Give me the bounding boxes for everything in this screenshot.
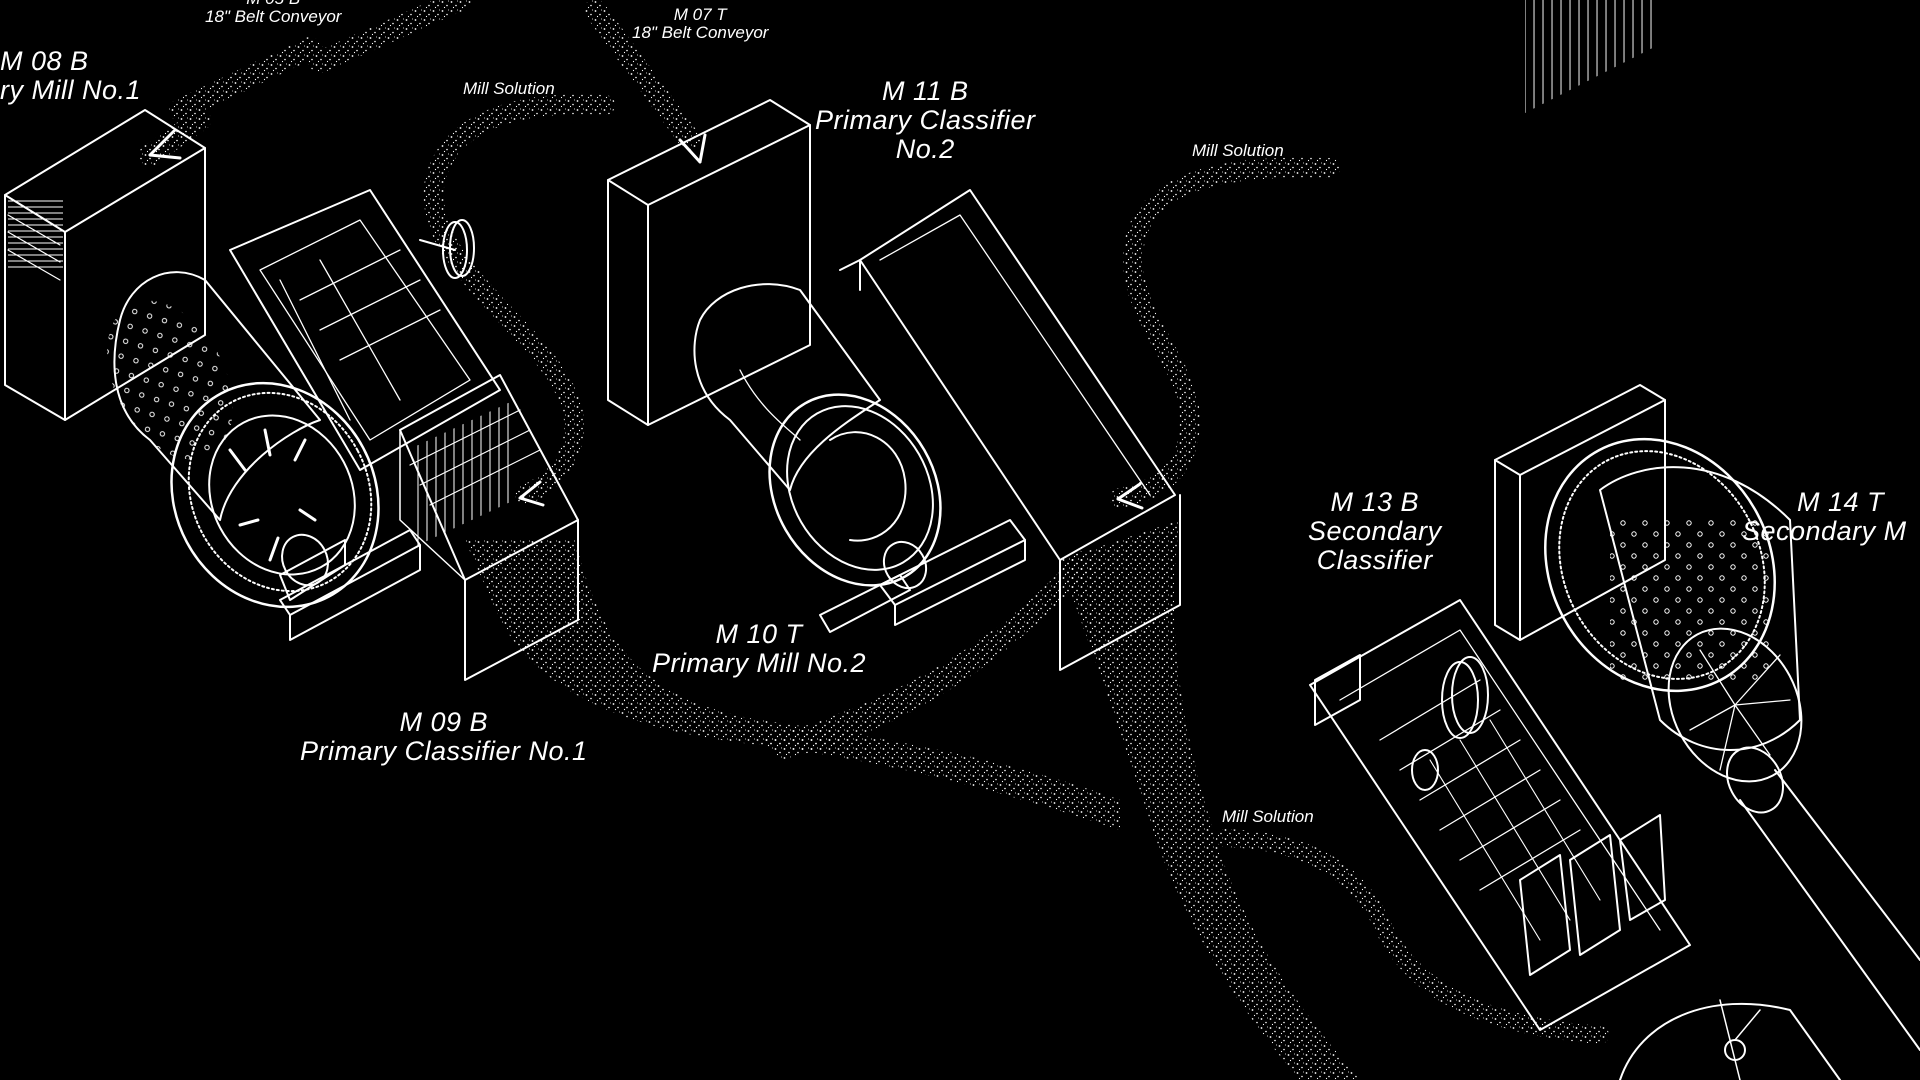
- mill-solution-arrow-1: [423, 94, 615, 507]
- mill-solution-arrow-2: [1110, 157, 1340, 510]
- label-m07t-name: 18" Belt Conveyor: [632, 23, 769, 43]
- discharge-flow-left: [465, 540, 1120, 830]
- label-m11b-name: Primary Classifier: [815, 105, 1036, 136]
- label-m05b-code: M 05 B: [205, 0, 341, 8]
- label-m14t: M 14 T Secondary M: [1742, 487, 1907, 547]
- label-m14t-name: Secondary M: [1742, 516, 1907, 547]
- label-m13b-type: Classifier: [1316, 545, 1433, 576]
- label-mill-solution-1: Mill Solution: [463, 79, 555, 98]
- label-m08b: M 08 B ry Mill No.1: [0, 46, 142, 106]
- label-m10t-name: Primary Mill No.2: [652, 648, 867, 679]
- secondary-classifier: [1309, 599, 1691, 1031]
- label-m08b-code: M 08 B: [0, 46, 89, 76]
- label-m05b-name: 18" Belt Conveyor: [205, 7, 342, 27]
- label-m14t-code: M 14 T: [1797, 487, 1885, 517]
- label-m13b-name: Secondary: [1308, 516, 1442, 547]
- label-m11b: M 11 B Primary Classifier No.2: [815, 76, 1036, 165]
- label-mill-solution-2: Mill Solution: [1192, 141, 1284, 160]
- label-m09b: M 09 B Primary Classifier No.1: [300, 707, 588, 767]
- label-m07t-code: M 07 T: [673, 5, 727, 24]
- primary-classifier-no2-box: [607, 99, 811, 426]
- discharge-flow-right: [760, 520, 1360, 1080]
- label-mill-solution-3: Mill Solution: [1222, 807, 1314, 826]
- primary-mill-no1: [4, 109, 501, 641]
- primary-classifier-no1: [399, 374, 579, 681]
- label-m09b-name: Primary Classifier No.1: [300, 736, 588, 767]
- secondary-mill: [1494, 0, 1920, 1080]
- label-m13b: M 13 B Secondary Classifier: [1308, 487, 1442, 576]
- label-m10t: M 10 T Primary Mill No.2: [652, 619, 867, 679]
- label-m09b-code: M 09 B: [399, 707, 489, 737]
- label-m05b: M 05 B 18" Belt Conveyor: [205, 0, 341, 27]
- conveyor-arrow-m05b: [139, 0, 471, 166]
- label-m07t: M 07 T 18" Belt Conveyor: [632, 5, 769, 43]
- primary-mill-no2: [693, 189, 1181, 671]
- label-m10t-code: M 10 T: [715, 619, 803, 649]
- mill-solution-arrow-3: [1216, 829, 1609, 1044]
- label-m13b-code: M 13 B: [1330, 487, 1420, 517]
- label-m11b-code: M 11 B: [882, 76, 969, 106]
- label-m08b-name: ry Mill No.1: [0, 75, 142, 106]
- label-m11b-number: No.2: [895, 134, 955, 165]
